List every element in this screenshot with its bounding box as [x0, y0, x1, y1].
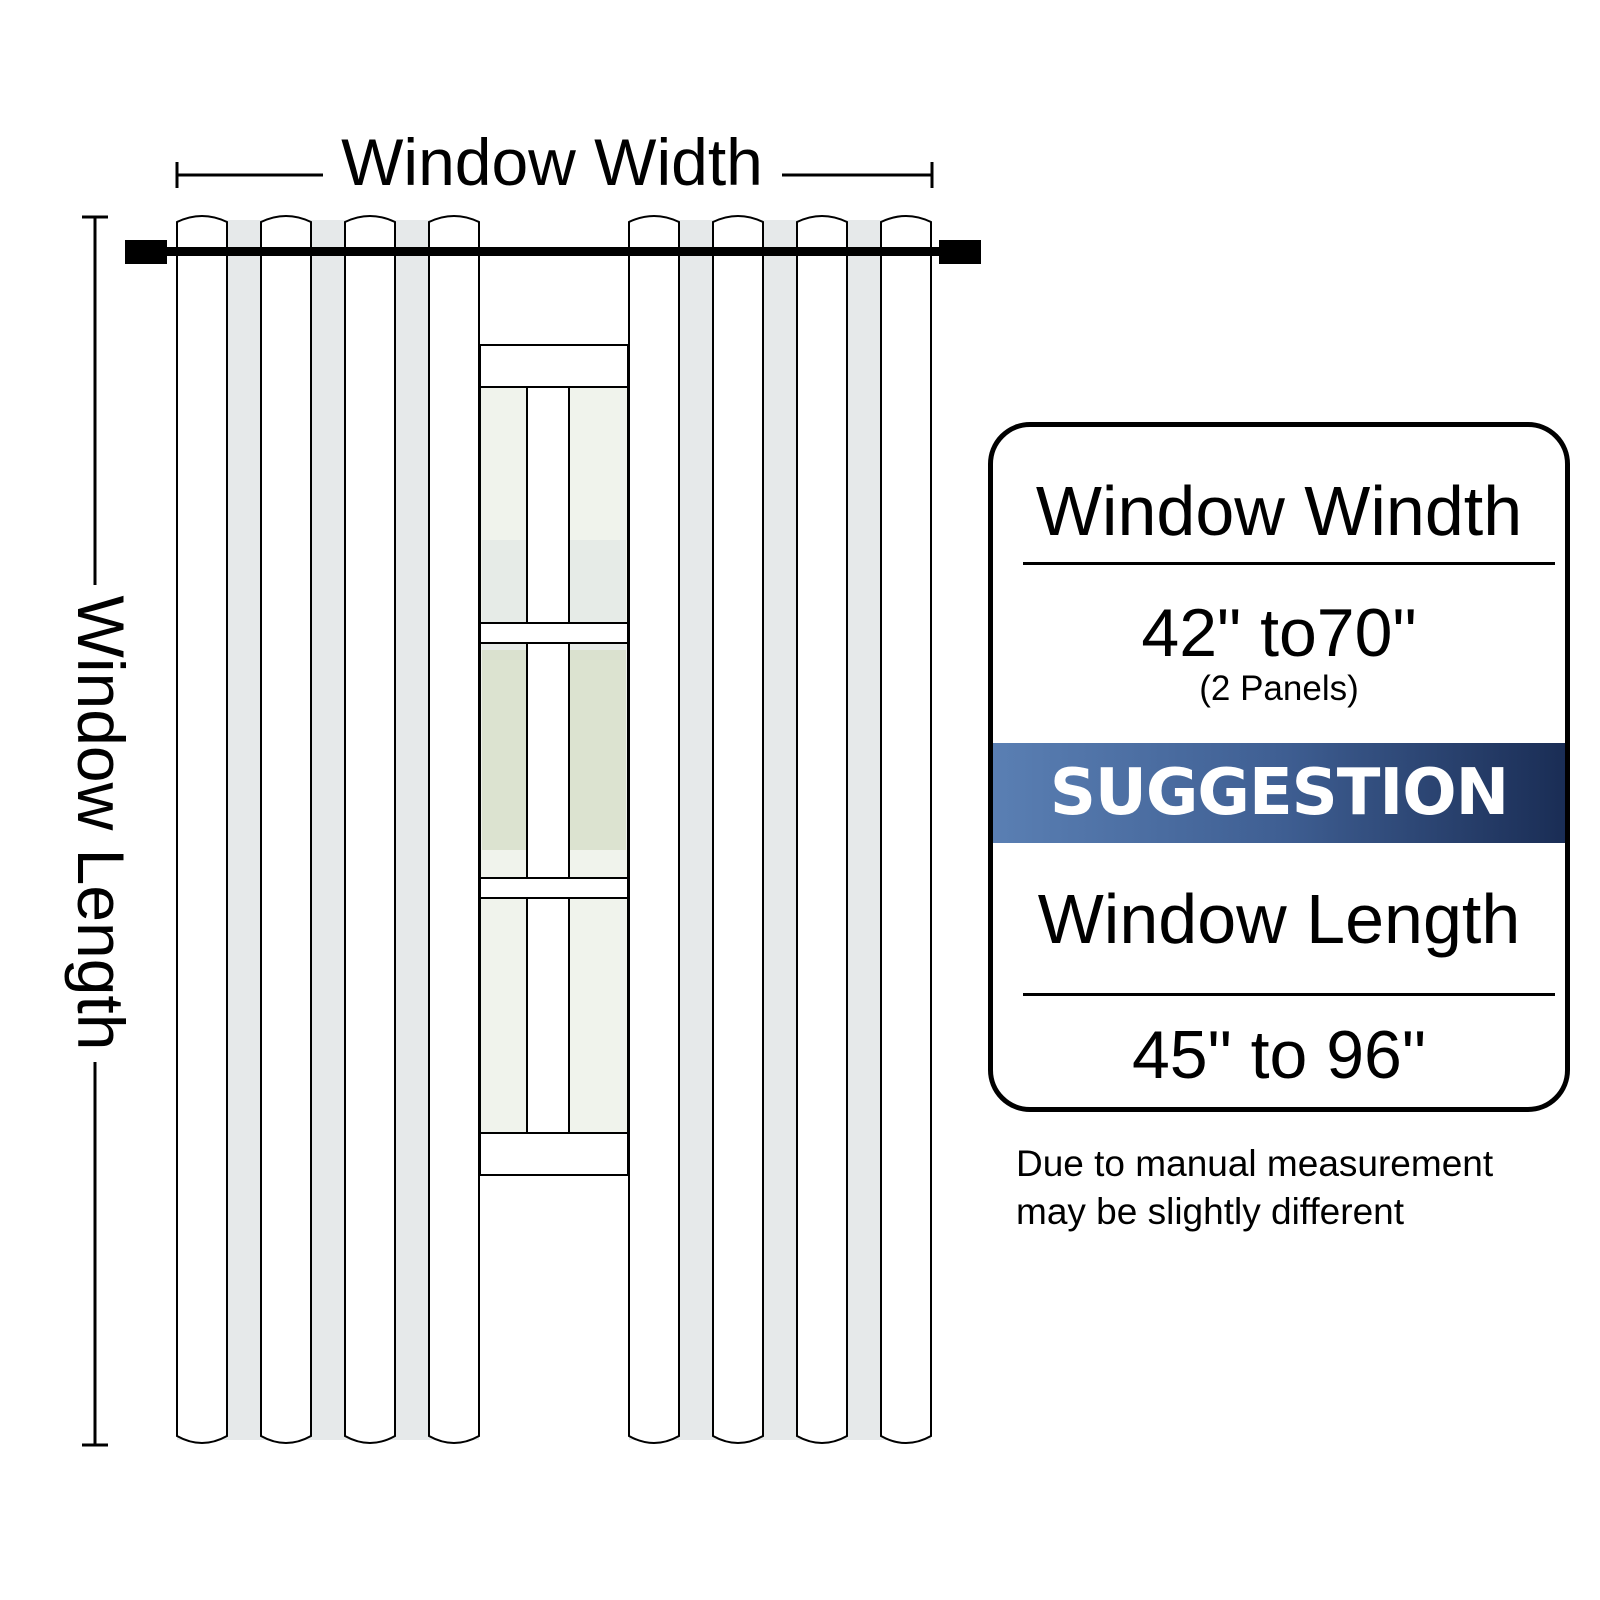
- rod-bar: [125, 247, 981, 256]
- disclaimer-line-2: may be slightly different: [1016, 1191, 1405, 1232]
- window-mid-rail-1: [479, 622, 629, 644]
- divider: [1023, 993, 1555, 996]
- curtain-pleat: [796, 215, 848, 1444]
- window-width-heading: Window Windth: [1035, 472, 1523, 550]
- window-length-range: 45" to 96": [1131, 1017, 1427, 1093]
- window-frame: [479, 344, 629, 1176]
- curtain-pleat: [260, 215, 312, 1444]
- window-mullion-2: [526, 642, 570, 879]
- curtain-pleat: [712, 215, 764, 1444]
- divider: [1023, 562, 1555, 565]
- curtain-pleat: [880, 215, 932, 1444]
- suggestion-banner-text: SUGGESTION: [1049, 756, 1509, 830]
- suggestion-card: Window Windth 42" to70" (2 Panels) SUGGE…: [988, 422, 1570, 1112]
- curtain-rod: [125, 240, 981, 264]
- window-width-label: Window Width: [341, 125, 763, 199]
- window-length-heading: Window Length: [1037, 880, 1521, 958]
- suggestion-banner: SUGGESTION: [993, 743, 1565, 843]
- curtain-pleat: [428, 215, 480, 1444]
- curtain-panel-edge: [628, 222, 932, 1436]
- window-length-label: Window Length: [64, 596, 138, 1051]
- curtain-pleat: [176, 215, 228, 1444]
- disclaimer-line-1: Due to manual measurement: [1016, 1143, 1494, 1184]
- window-header-rail: [479, 344, 629, 388]
- length-dimension-line: [82, 215, 108, 1447]
- window-mullion-1: [526, 386, 570, 624]
- rod-end-left: [125, 240, 167, 264]
- curtain-panel-edge: [176, 222, 480, 1436]
- curtain-panel-right: [628, 215, 932, 1444]
- window-mid-rail-2: [479, 877, 629, 899]
- rod-end-right: [939, 240, 981, 264]
- curtain-pleat: [628, 215, 680, 1444]
- window-mullion-3: [526, 897, 570, 1134]
- window-sill-rail: [479, 1132, 629, 1176]
- width-dimension-line: [175, 162, 934, 188]
- curtain-pleat: [344, 215, 396, 1444]
- window-width-range: 42" to70": [1141, 595, 1417, 671]
- curtain-panel-left: [176, 215, 480, 1444]
- panel-count-note: (2 Panels): [1199, 669, 1359, 708]
- disclaimer: Due to manual measurement may be slightl…: [1016, 1140, 1576, 1236]
